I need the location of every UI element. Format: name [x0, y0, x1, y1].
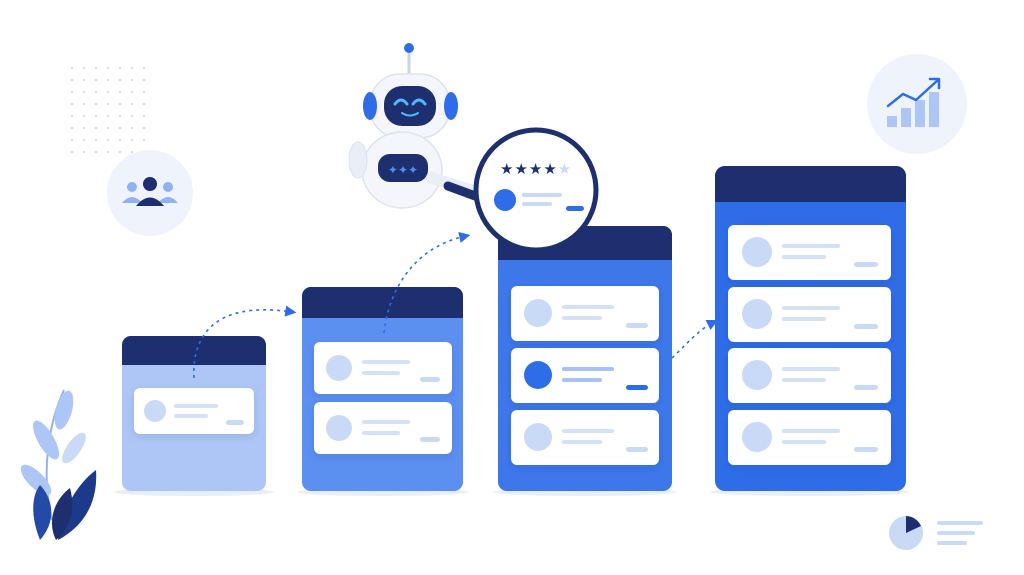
arrow-1-to-2: [193, 305, 297, 379]
arrow-3-to-4: [671, 319, 719, 359]
pie-chart-icon: [889, 516, 983, 550]
card: [314, 402, 452, 454]
card: [511, 410, 659, 465]
card-highlighted: [511, 348, 659, 403]
card: [728, 225, 891, 280]
magnifying-glass-icon: ★★★★★: [443, 127, 599, 253]
dot-pattern: [70, 66, 146, 154]
plant-icon: [20, 389, 97, 540]
card: [314, 342, 452, 394]
rating-stars: ★★★★★: [500, 160, 572, 178]
svg-text:✦✦✦: ✦✦✦: [388, 163, 418, 177]
column-3: [498, 226, 672, 491]
column-2: [302, 287, 463, 491]
flow-arrows: [193, 231, 719, 379]
team-icon: [107, 150, 193, 236]
growth-chart-icon: [867, 54, 967, 154]
card: [134, 388, 254, 434]
card: [511, 286, 659, 341]
card: [728, 410, 891, 465]
column-4: [715, 166, 906, 491]
column-1: [122, 336, 266, 491]
card: [728, 348, 891, 403]
card: [728, 287, 891, 342]
